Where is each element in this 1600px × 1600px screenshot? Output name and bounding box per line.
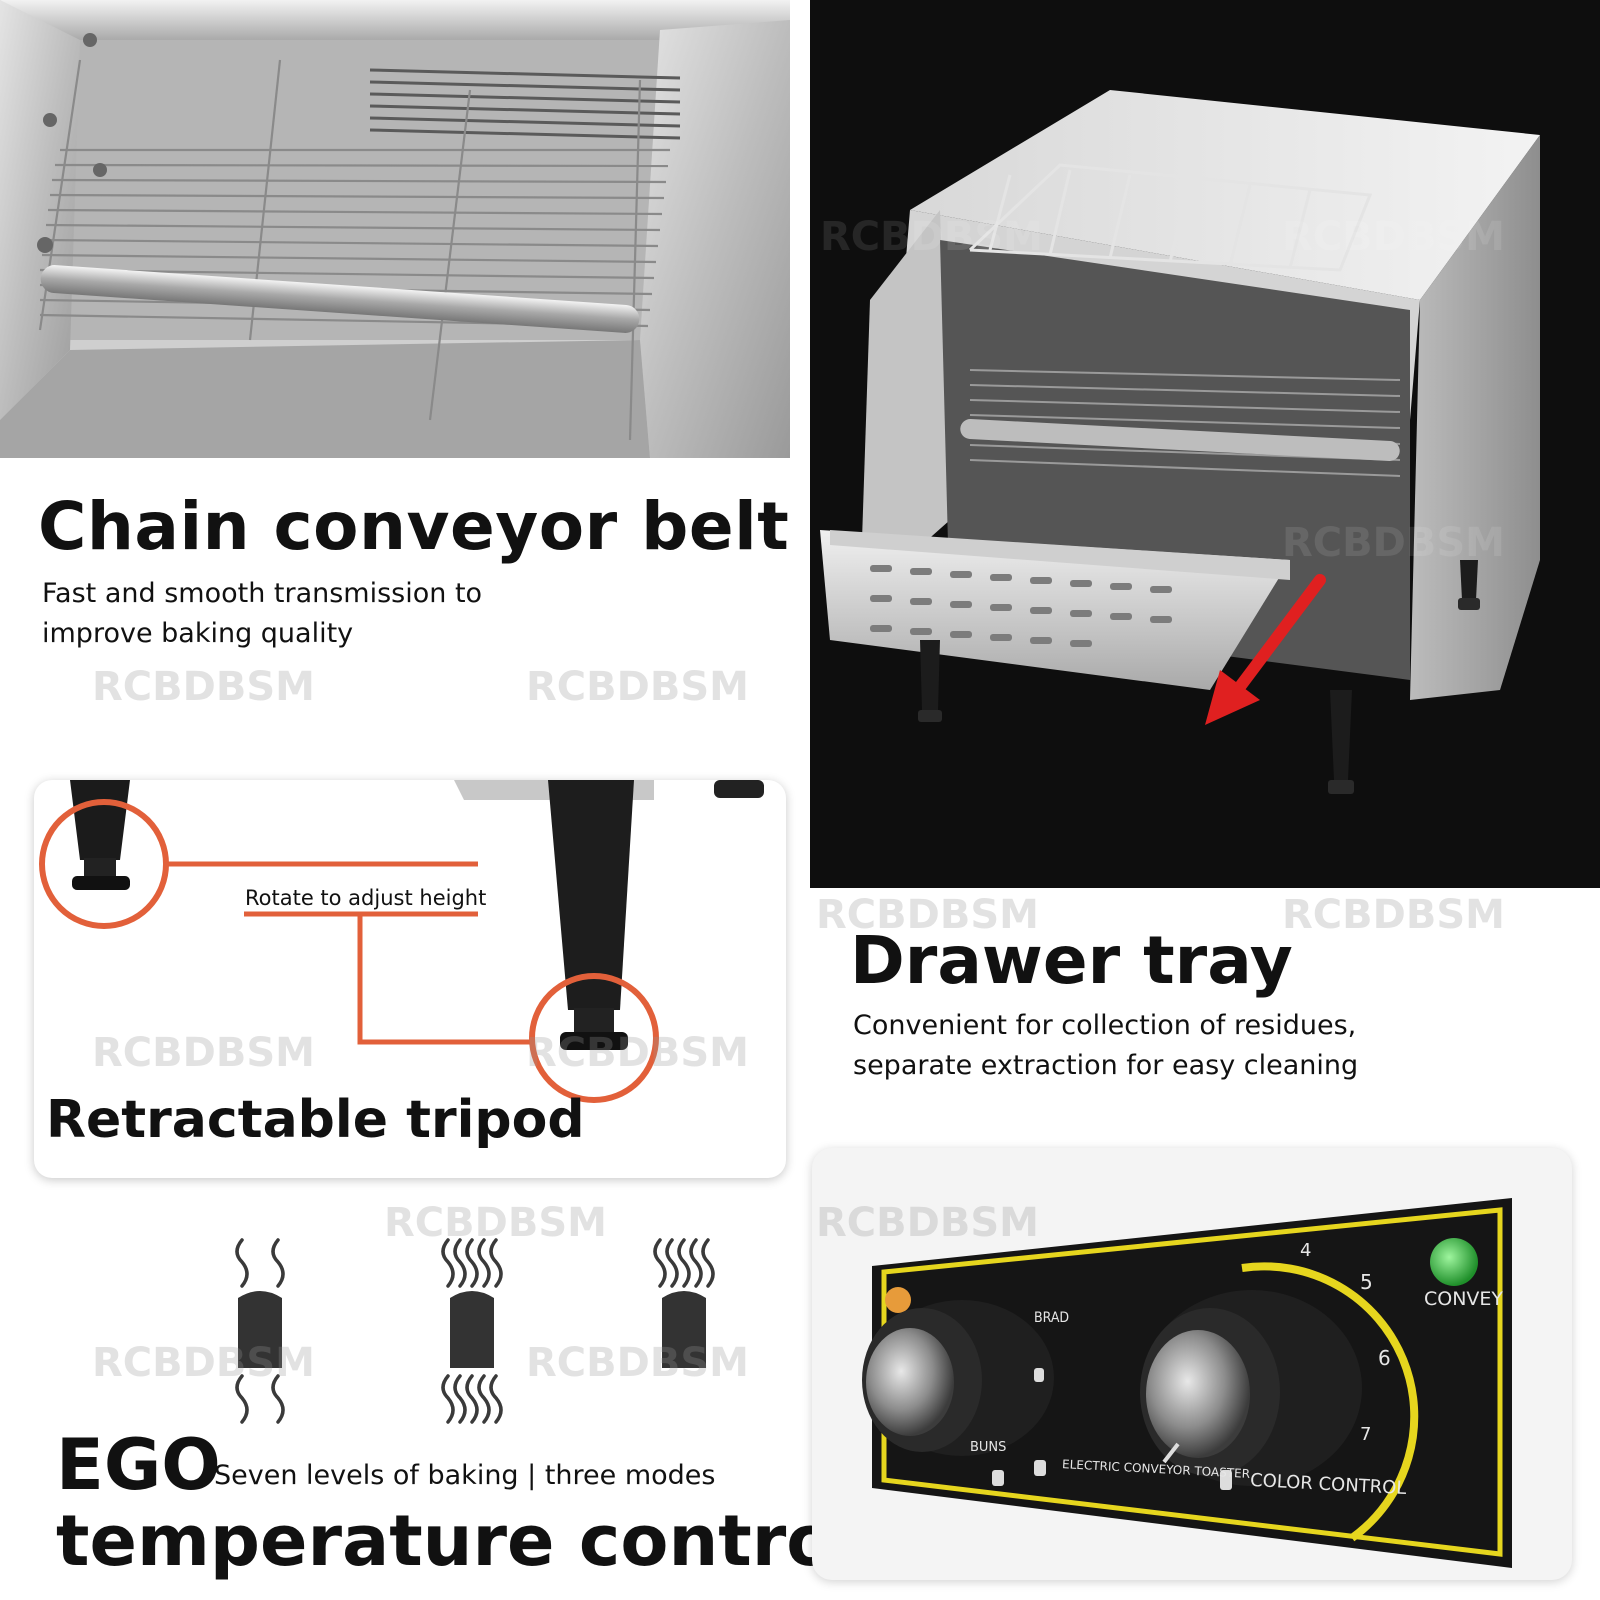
dial-number-5: 5: [1360, 1270, 1373, 1294]
buns-label: BUNS: [970, 1440, 1007, 1455]
dial-number-7: 7: [1360, 1424, 1372, 1445]
chain-desc-line-1: Fast and smooth transmission to: [42, 578, 483, 609]
drawer-tray-title: Drawer tray: [850, 922, 1293, 999]
conveyor-belt-photo: [0, 0, 790, 458]
dial-number-4: 4: [1300, 1240, 1312, 1261]
pull-out-arrow-icon: [1205, 574, 1326, 725]
convey-label: CONVEY: [1424, 1288, 1504, 1310]
drawer-desc-line-2: separate extraction for easy cleaning: [853, 1050, 1359, 1081]
baking-modes-icons: [220, 1236, 740, 1426]
rotate-height-note: Rotate to adjust height: [245, 886, 487, 910]
toaster-drawer-photo: [810, 0, 1600, 888]
chain-conveyor-description: Fast and smooth transmission to improve …: [42, 574, 602, 654]
temperature-control-title: temperature control: [56, 1500, 859, 1582]
control-panel-card: BRAD BUNS ELECTRIC CONVEYOR TOASTER COLO…: [812, 1148, 1572, 1580]
ego-title: EGO: [56, 1424, 221, 1506]
dial-number-6: 6: [1378, 1346, 1391, 1370]
toast-top-only-icon: [653, 1238, 715, 1288]
toast-both-sides-icon: [235, 1238, 285, 1424]
tripod-card: [34, 780, 786, 1178]
brad-label: BRAD: [1034, 1310, 1070, 1326]
watermark: RCBDBSM: [526, 664, 749, 710]
drawer-desc-line-1: Convenient for collection of residues,: [853, 1010, 1357, 1041]
chain-conveyor-title: Chain conveyor belt: [38, 488, 790, 565]
watermark: RCBDBSM: [92, 664, 315, 710]
baking-levels-description: Seven levels of baking | three modes: [214, 1460, 716, 1491]
chain-desc-line-2: improve baking quality: [42, 618, 354, 649]
drawer-tray-description: Convenient for collection of residues, s…: [853, 1006, 1453, 1086]
watermark: RCBDBSM: [1282, 892, 1505, 938]
toast-intense-icon: [441, 1238, 503, 1424]
retractable-tripod-title: Retractable tripod: [46, 1090, 585, 1150]
